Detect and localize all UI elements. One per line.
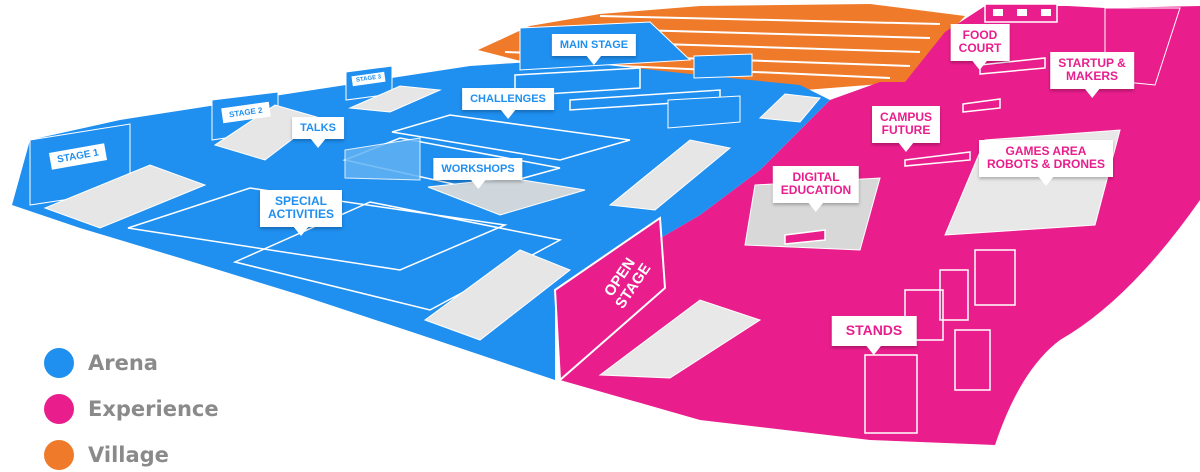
challenges-label[interactable]: CHALLENGES (462, 88, 554, 120)
games-area-line-1: GAMES AREA (1005, 144, 1087, 158)
challenges-text: CHALLENGES (470, 93, 546, 105)
special-activities-line-1: SPECIAL (274, 194, 328, 208)
legend-label-experience: Experience (88, 397, 219, 421)
games-area-line-2: ROBOTS & DRONES (986, 157, 1106, 172)
digital-education-label[interactable]: DIGITAL EDUCATION (772, 166, 860, 212)
main-stage-label[interactable]: MAIN STAGE (551, 34, 637, 66)
digital-education-line-1: DIGITAL (792, 170, 840, 184)
digital-education-line-2: EDUCATION (780, 183, 852, 198)
talks-text: TALKS (300, 122, 336, 134)
stage-3-text: STAGE 3 (355, 74, 382, 84)
legend-item-experience[interactable]: Experience (44, 386, 219, 432)
special-activities-line-2: ACTIVITIES (267, 207, 335, 222)
workshops-label[interactable]: WORKSHOPS (433, 158, 523, 190)
campus-future-line-1: CAMPUS (879, 110, 933, 124)
stage-2-text: STAGE 2 (228, 105, 264, 120)
legend-item-arena[interactable]: Arena (44, 340, 219, 386)
village-color-swatch (44, 440, 74, 470)
games-area-label[interactable]: GAMES AREA ROBOTS & DRONES (978, 140, 1114, 186)
legend-item-village[interactable]: Village (44, 432, 219, 472)
food-court-label[interactable]: FOOD COURT (950, 24, 1010, 70)
main-stage-text: MAIN STAGE (559, 39, 629, 51)
arena-color-swatch (44, 348, 74, 378)
food-court-line-1: FOOD (962, 28, 998, 42)
stands-label[interactable]: STANDS (831, 316, 917, 355)
campus-future-label[interactable]: CAMPUS FUTURE (871, 106, 941, 152)
workshops-text: WORKSHOPS (441, 163, 515, 175)
legend: Arena Experience Village (44, 340, 219, 472)
stands-text: STANDS (845, 322, 903, 338)
campus-future-line-2: FUTURE (881, 123, 931, 138)
startup-makers-line-2: MAKERS (1065, 69, 1118, 84)
startup-makers-label[interactable]: STARTUP & MAKERS (1050, 52, 1134, 98)
experience-color-swatch (44, 394, 74, 424)
legend-label-village: Village (88, 443, 169, 467)
legend-label-arena: Arena (88, 351, 158, 375)
startup-makers-line-1: STARTUP & (1058, 56, 1126, 70)
food-court-line-2: COURT (958, 41, 1002, 56)
talks-label[interactable]: TALKS (292, 117, 344, 149)
special-activities-label[interactable]: SPECIAL ACTIVITIES (259, 190, 343, 236)
